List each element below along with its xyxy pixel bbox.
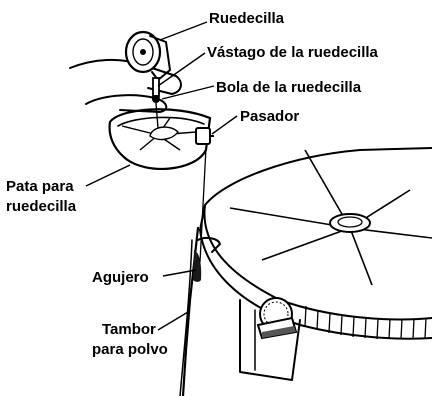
drum-lid-spokes (229, 149, 432, 286)
pin (195, 127, 211, 145)
labels: Ruedecilla Vástago de la ruedecilla Bola… (6, 10, 379, 358)
label-caster-stem: Vástago de la ruedecilla (207, 44, 379, 61)
label-dust-drum-2: para polvo (92, 341, 168, 358)
leader-hole (162, 269, 197, 277)
leader-lines (85, 21, 238, 331)
drum-lid-ribs (304, 305, 427, 340)
label-hole: Agujero (92, 269, 149, 286)
drum-hole (193, 250, 202, 282)
leader-dust-drum (157, 311, 189, 331)
clamp-knob (256, 297, 298, 340)
label-caster-ball: Bola de la ruedecilla (216, 79, 362, 96)
caster (69, 30, 182, 129)
drum-clamp (239, 299, 301, 381)
leader-pin (211, 115, 238, 135)
hand (69, 58, 182, 113)
leader-caster-stem (157, 52, 206, 87)
label-dust-drum-1: Tambor (102, 321, 156, 338)
label-caster-leg-2: ruedecilla (6, 198, 77, 215)
label-caster-leg-1: Pata para (6, 178, 74, 195)
caster-leg (108, 108, 214, 263)
leader-caster-leg (85, 164, 131, 187)
leader-caster (159, 21, 208, 41)
caster-ball (152, 95, 160, 103)
label-caster: Ruedecilla (209, 10, 285, 27)
label-pin: Pasador (240, 108, 299, 125)
dust-drum (179, 147, 432, 396)
caster-stem (152, 77, 160, 97)
drum-lid-rim (199, 229, 432, 340)
leader-caster-ball (161, 85, 215, 100)
